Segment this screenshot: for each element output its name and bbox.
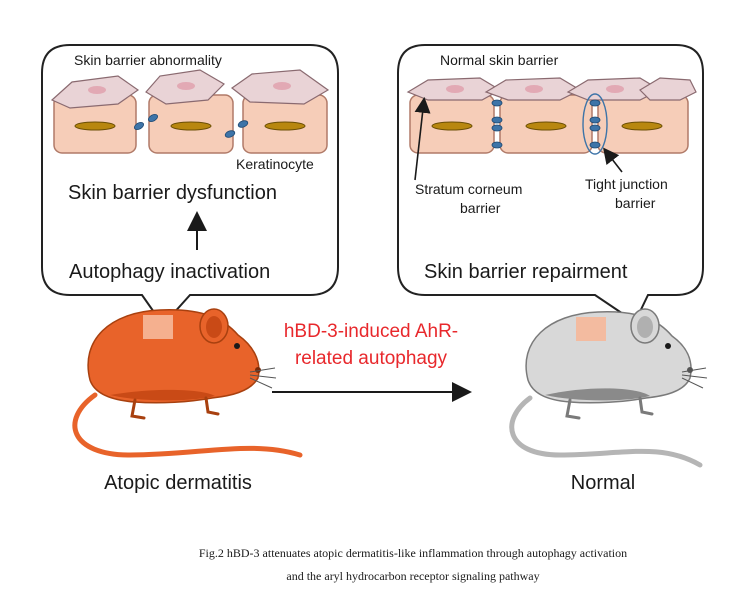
left-corneocytes xyxy=(50,69,330,109)
keratinocyte-nucleus xyxy=(431,121,473,131)
right-keratinocyte-layer xyxy=(409,94,689,154)
junction-dot xyxy=(224,130,236,138)
keratinocyte-nucleus xyxy=(264,121,306,131)
diseased-mouse xyxy=(72,308,303,458)
right-heading: Normal skin barrier xyxy=(440,52,559,68)
atopic-dermatitis-label: Atopic dermatitis xyxy=(104,472,252,494)
mouse-hind-paw xyxy=(565,398,581,420)
tight-junction-pointer xyxy=(603,147,623,173)
skin-patch xyxy=(143,315,173,339)
skin-patch xyxy=(576,317,606,341)
mouse-whiskers xyxy=(249,367,277,389)
mouse-front-paw xyxy=(204,396,220,416)
mouse-nose xyxy=(255,367,261,373)
keratinocyte-nucleus xyxy=(74,121,116,131)
corneocyte xyxy=(639,77,697,101)
junction-dot xyxy=(237,120,249,128)
junction-dot xyxy=(589,124,601,132)
keratinocyte-nucleus xyxy=(170,121,212,131)
junction-dot xyxy=(589,116,601,124)
junction-dot xyxy=(491,124,503,132)
left-heading: Skin barrier abnormality xyxy=(74,52,222,68)
junction-dot xyxy=(589,99,601,107)
stratum-label-2: barrier xyxy=(460,200,501,216)
left-callout: Skin barrier abnormality Keratinocyte xyxy=(41,44,339,327)
mouse-tail xyxy=(509,395,703,468)
junction-dot xyxy=(491,116,503,124)
corneocyte-nucleus xyxy=(177,82,195,90)
mouse-eye xyxy=(234,343,240,349)
normal-label: Normal xyxy=(571,472,635,494)
treatment-text-1: hBD-3-induced AhR- xyxy=(284,321,458,342)
mouse-belly-shade xyxy=(110,389,215,401)
mouse-hind-paw xyxy=(130,398,146,420)
caption-line-1: Fig.2 hBD-3 attenuates atopic dermatitis… xyxy=(199,546,627,560)
junction-dot xyxy=(148,113,158,123)
mouse-body xyxy=(87,309,260,404)
keratinocyte-nucleus xyxy=(621,121,663,131)
corneocyte-nucleus xyxy=(525,85,543,93)
mouse-belly-shade xyxy=(545,388,650,401)
caption-line-2: and the aryl hydrocarbon receptor signal… xyxy=(286,569,539,583)
mouse-tail xyxy=(72,392,303,458)
keratinocyte-nucleus xyxy=(525,121,567,131)
junction-dot xyxy=(491,141,503,149)
mouse-ear-inner xyxy=(206,316,222,338)
right-result-text: Skin barrier repairment xyxy=(424,261,628,283)
right-callout: Normal skin barrier xyxy=(397,44,704,324)
mouse-nose xyxy=(687,367,693,373)
mouse-ear-inner xyxy=(637,316,653,338)
junction-dot xyxy=(589,141,601,149)
left-cause-text: Autophagy inactivation xyxy=(69,261,270,283)
stratum-pointer xyxy=(414,96,431,181)
corneocyte-nucleus xyxy=(88,86,106,94)
keratinocyte-label: Keratinocyte xyxy=(236,156,314,172)
tight-label-1: Tight junction xyxy=(585,176,668,192)
stratum-label-1: Stratum corneum xyxy=(415,181,522,197)
corneocyte-nucleus xyxy=(606,85,624,93)
junction-highlight xyxy=(582,93,608,155)
corneocyte-nucleus xyxy=(446,85,464,93)
junction-dot xyxy=(134,121,144,131)
normal-mouse xyxy=(509,308,708,468)
left-result-text: Skin barrier dysfunction xyxy=(68,182,277,204)
right-tight-junctions xyxy=(491,93,608,155)
treatment-text-2: related autophagy xyxy=(295,348,448,369)
mouse-eye xyxy=(665,343,671,349)
mouse-front-paw xyxy=(638,396,654,416)
tight-label-2: barrier xyxy=(615,195,656,211)
mouse-whiskers xyxy=(681,367,708,389)
junction-dot xyxy=(491,99,503,107)
right-corneocytes xyxy=(406,77,697,101)
corneocyte-nucleus xyxy=(273,82,291,90)
left-broken-junctions xyxy=(134,113,249,138)
